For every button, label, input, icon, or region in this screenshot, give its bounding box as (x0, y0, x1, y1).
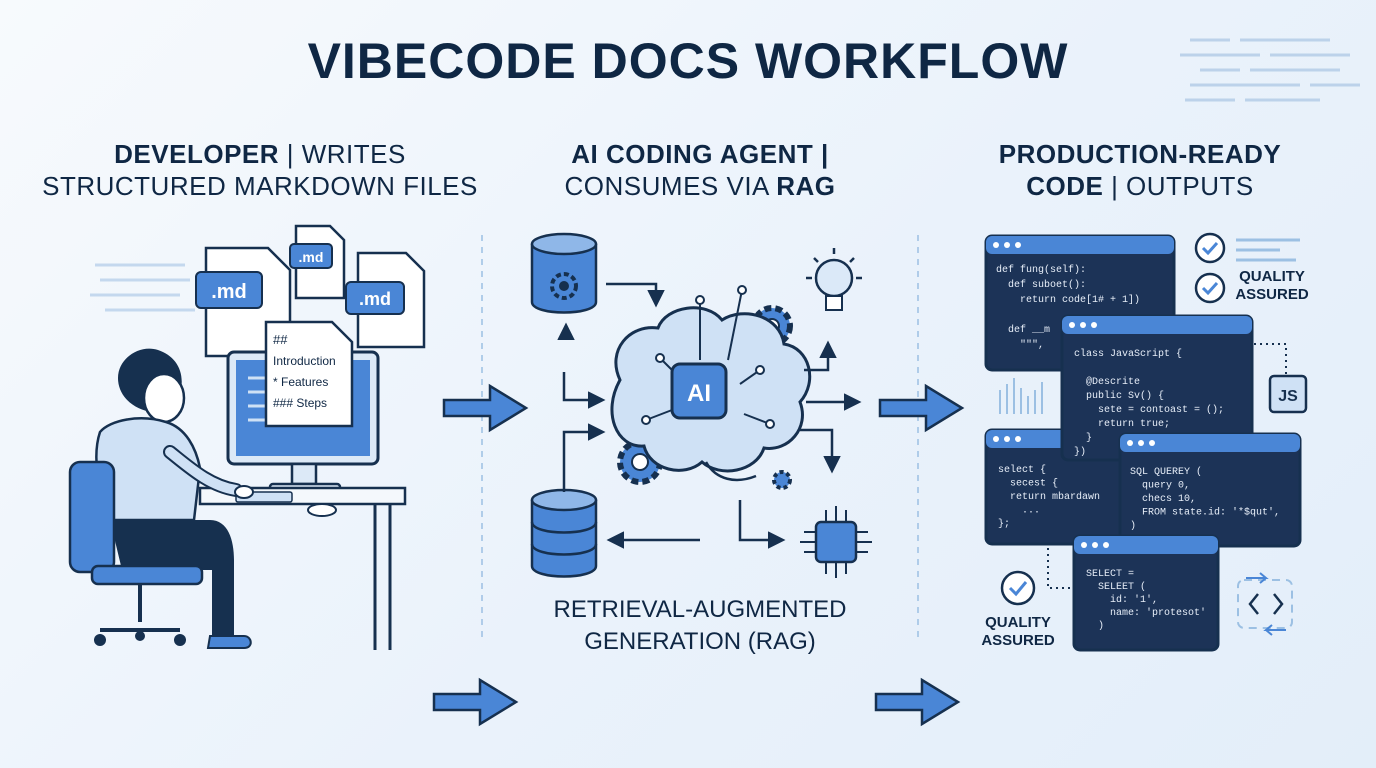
bar-chart-icon (999, 378, 1043, 414)
code-line: ... (998, 506, 1040, 517)
code-line: @Descrite (1074, 376, 1140, 388)
flow-arrow (874, 677, 961, 727)
code-line: ) (1130, 520, 1136, 532)
brain-icon: AI (610, 285, 812, 482)
rag-caption-line1: RETRIEVAL-AUGMENTED (553, 596, 847, 623)
code-line: } (1074, 432, 1092, 444)
code-line: def __m (996, 324, 1050, 336)
developer-person (95, 348, 254, 649)
md-label-3: .md (359, 289, 391, 309)
markdown-document: ## Introduction * Features ### Steps (264, 320, 354, 428)
qa-bottom-line1: QUALITY (985, 614, 1051, 631)
md-doc-line-4: ### Steps (273, 396, 327, 410)
code-line: name: 'protesot' (1086, 607, 1206, 619)
developer-heading-line2: STRUCTURED MARKDOWN FILES (42, 171, 478, 201)
qa-top-line1: QUALITY (1239, 268, 1305, 285)
code-line: }) (1074, 446, 1086, 458)
code-line: def fung(self): (996, 264, 1086, 276)
code-lines-5: SELECT = SELEET ( id: '1', name: 'protes… (1086, 569, 1206, 632)
brain-ai-label: AI (687, 380, 711, 407)
code-line: checs 10, (1130, 493, 1196, 505)
agent-heading-bold: RAG (776, 171, 836, 201)
quality-assured-top: QUALITY ASSURED (1232, 268, 1312, 304)
js-badge: JS (1268, 374, 1308, 414)
check-icon (1194, 232, 1226, 264)
output-heading-rest: | OUTPUTS (1103, 171, 1254, 201)
code-line: SELECT = (1086, 569, 1134, 580)
output-heading-line1: PRODUCTION-READY (998, 139, 1282, 169)
js-badge-label: JS (1278, 388, 1298, 405)
code-lines-4: SQL QUEREY ( query 0, checs 10, FROM sta… (1130, 466, 1280, 532)
code-line: class JavaScript { (1074, 348, 1182, 360)
code-lines-1: def fung(self): def suboet(): return cod… (996, 264, 1140, 351)
decor-dashes-top-right (1180, 38, 1360, 102)
quality-assured-bottom: QUALITY ASSURED (976, 614, 1060, 650)
code-line: return code[1# + 1]) (996, 294, 1140, 306)
code-line: select { (998, 464, 1046, 476)
md-doc-line-3: * Features (273, 375, 328, 389)
chair (68, 460, 204, 646)
code-line: """, (996, 339, 1044, 351)
lightbulb-icon (806, 248, 862, 311)
code-line: FROM state.id: '*$qut', (1130, 507, 1280, 519)
md-label-1: .md (211, 281, 247, 303)
code-line: public Sv() { (1074, 390, 1164, 402)
code-line: ) (1086, 620, 1104, 632)
code-line: secest { (998, 478, 1058, 490)
code-window-5: SELECT = SELEET ( id: '1', name: 'protes… (1072, 534, 1220, 652)
developer-heading: DEVELOPER | WRITES STRUCTURED MARKDOWN F… (30, 138, 490, 202)
developer-heading-bold: DEVELOPER (114, 139, 280, 169)
code-line: return mbardawn (998, 491, 1100, 503)
code-lines-3: select { secest { return mbardawn ...}; (998, 464, 1100, 530)
flow-arrow (442, 383, 529, 433)
quality-lines (1236, 238, 1300, 262)
check-icon (1194, 272, 1226, 304)
code-lines-2: class JavaScript { @Descrite public Sv()… (1074, 348, 1224, 458)
code-line: SQL QUEREY ( (1130, 466, 1202, 478)
rag-caption: RETRIEVAL-AUGMENTED GENERATION (RAG) (520, 594, 880, 658)
chip-icon (800, 506, 872, 578)
md-doc-line-1: ## (273, 332, 288, 347)
dotted-connectors (1047, 343, 1287, 589)
code-window-4: SQL QUEREY ( query 0, checs 10, FROM sta… (1118, 432, 1302, 548)
rag-caption-line2: GENERATION (RAG) (584, 628, 816, 655)
flow-arrow (432, 677, 519, 727)
md-label-2: .md (299, 249, 324, 265)
agent-heading-line1: AI CODING AGENT | (571, 139, 829, 169)
code-line: }; (998, 518, 1010, 530)
flow-arrow (878, 383, 965, 433)
developer-heading-rest: | WRITES (279, 139, 406, 169)
page-title: VIBECODE DOCS WORKFLOW (307, 33, 1069, 89)
code-brackets-icon (1237, 572, 1293, 636)
agent-heading: AI CODING AGENT | CONSUMES VIA RAG (500, 138, 900, 202)
code-line: id: '1', (1086, 594, 1158, 606)
md-file-icon: .md (345, 251, 426, 349)
connector-arrows (557, 282, 862, 549)
database-gear-icon (530, 232, 598, 314)
agent-heading-rest: CONSUMES VIA (564, 171, 777, 201)
code-window-2: class JavaScript { @Descrite public Sv()… (1060, 314, 1254, 462)
output-heading-bold: CODE (1026, 171, 1104, 201)
md-doc-line-2: Introduction (273, 354, 336, 368)
gear-icon (772, 470, 792, 490)
md-file-icon: .md (289, 224, 346, 300)
output-heading: PRODUCTION-READY CODE | OUTPUTS (940, 138, 1340, 202)
code-line: sete = contoast = (); (1074, 404, 1224, 416)
qa-bottom-line2: ASSURED (981, 632, 1055, 649)
code-line: def suboet(): (996, 279, 1086, 291)
decor-dashes-left (90, 263, 195, 312)
code-line: query 0, (1130, 481, 1190, 492)
check-icon (1000, 570, 1036, 606)
code-line: SELEET ( (1086, 581, 1146, 593)
database-icon (530, 488, 598, 578)
desk (198, 486, 407, 650)
qa-top-line2: ASSURED (1235, 286, 1309, 303)
code-line: return true; (1074, 419, 1170, 430)
